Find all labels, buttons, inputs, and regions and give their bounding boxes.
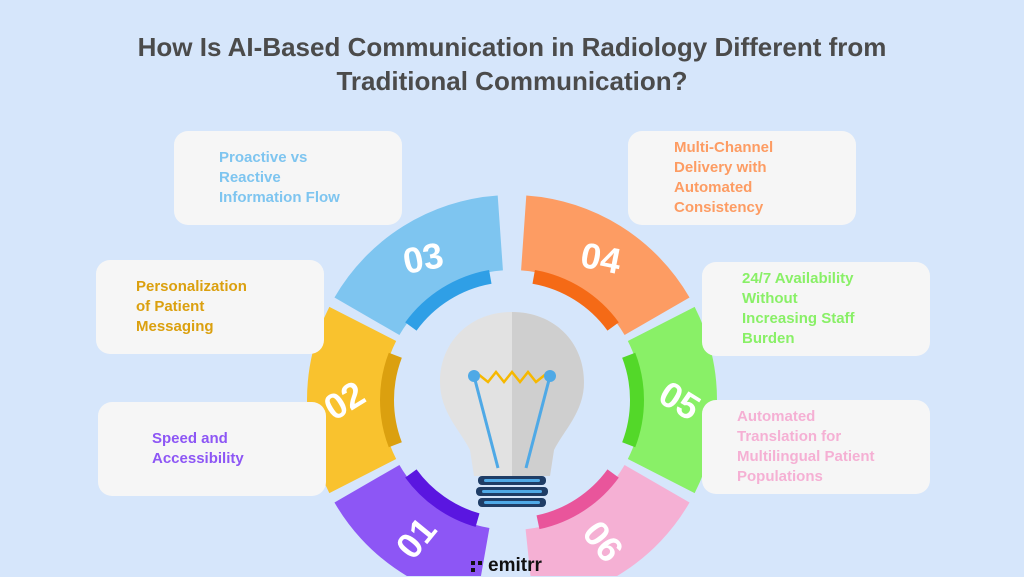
segment-06-outer <box>525 465 690 576</box>
segment-05-inner <box>622 352 644 448</box>
segment-06-inner <box>536 469 619 530</box>
brand-mark-icon <box>471 560 482 572</box>
segment-02: 02 <box>307 306 402 494</box>
segment-03: 03 <box>334 195 503 335</box>
segment-01: 01 <box>334 465 490 576</box>
card-03-label: Proactive vs Reactive Information Flow <box>219 149 340 206</box>
segment-04-outer <box>521 195 690 335</box>
segment-01-outer <box>334 465 490 576</box>
filament-node-left <box>468 370 480 382</box>
segment-03-outer <box>334 195 503 335</box>
segment-04-number: 04 <box>577 234 624 282</box>
card-06: Automated Translation for Multilingual P… <box>702 400 930 494</box>
brand-logo: emitrr <box>471 555 542 576</box>
segment-04: 04 <box>521 195 690 335</box>
bulb-wire-left <box>472 375 500 469</box>
card-02: Personalization of Patient Messaging <box>96 260 324 354</box>
segment-04-inner <box>532 270 619 331</box>
card-06-label: Automated Translation for Multilingual P… <box>737 408 875 485</box>
card-02-label: Personalization of Patient Messaging <box>136 278 247 335</box>
segment-02-outer <box>307 306 397 494</box>
segment-03-number: 03 <box>399 234 446 282</box>
card-03: Proactive vs Reactive Information Flow <box>174 131 402 225</box>
bulb-base-stripe-3 <box>484 501 540 504</box>
segment-05: 05 <box>622 306 717 494</box>
segment-06: 06 <box>525 465 690 576</box>
card-05: 24/7 Availability Without Increasing Sta… <box>702 262 930 356</box>
card-01: Speed and Accessibility <box>98 402 326 496</box>
bulb-base-stripe-1 <box>484 479 540 482</box>
segment-01-inner <box>405 469 480 527</box>
title-line-1: How Is AI-Based Communication in Radiolo… <box>137 32 887 62</box>
filament-node-right <box>544 370 556 382</box>
bulb-filament <box>477 369 547 385</box>
card-01-label: Speed and Accessibility <box>152 430 244 467</box>
segment-02-inner <box>380 352 402 448</box>
segment-03-inner <box>405 270 492 331</box>
card-04-label: Multi-Channel Delivery with Automated Co… <box>674 139 774 216</box>
bulb-glass-shade <box>512 312 584 476</box>
card-05-label: 24/7 Availability Without Increasing Sta… <box>742 270 855 347</box>
page-title: How Is AI-Based Communication in Radiolo… <box>0 30 1024 98</box>
segment-05-outer <box>627 306 717 494</box>
lightbulb-icon <box>440 312 584 507</box>
bulb-base-stripe-2 <box>482 490 542 493</box>
bulb-wire-right <box>524 375 552 469</box>
brand-name: emitrr <box>488 555 542 576</box>
card-04: Multi-Channel Delivery with Automated Co… <box>628 131 856 225</box>
title-line-2: Traditional Communication? <box>336 66 688 96</box>
